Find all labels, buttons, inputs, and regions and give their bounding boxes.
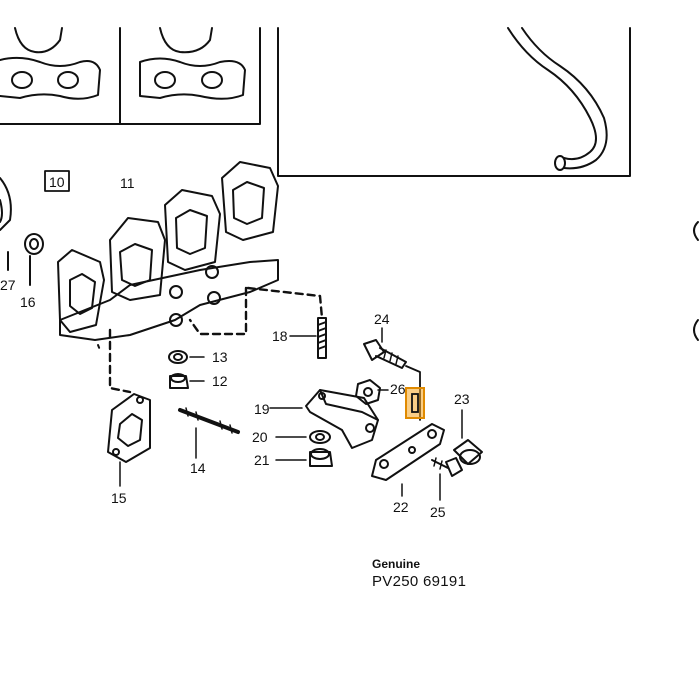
label-24: 24 xyxy=(374,311,390,327)
label-16: 16 xyxy=(20,294,36,310)
label-20: 20 xyxy=(252,429,268,445)
part-labels: 10 11 27 16 18 13 12 19 20 21 14 15 24 2… xyxy=(0,174,470,520)
part-26-nut xyxy=(355,379,389,405)
inset-panel-left xyxy=(0,27,261,125)
part-22-plate xyxy=(371,423,445,497)
caption-part-code: PV250 69191 xyxy=(372,573,467,590)
highlighted-spacer xyxy=(405,387,425,419)
label-23: 23 xyxy=(454,391,470,407)
part-23-sleeve xyxy=(453,409,483,465)
label-18: 18 xyxy=(272,328,288,344)
box-label-frame xyxy=(44,170,70,192)
part-25-bolt xyxy=(431,457,463,501)
label-12: 12 xyxy=(212,373,228,389)
label-26: 26 xyxy=(390,381,406,397)
part-24-bolt xyxy=(363,327,407,369)
small-dashed-line xyxy=(97,344,101,351)
label-14: 14 xyxy=(190,460,206,476)
assembly-dashed-lines xyxy=(108,286,324,394)
part-14-stud xyxy=(178,407,240,459)
label-19: 19 xyxy=(254,401,270,417)
label-22: 22 xyxy=(393,499,409,515)
label-11: 11 xyxy=(120,175,135,191)
exhaust-manifold xyxy=(0,161,279,341)
part-15-gasket xyxy=(107,393,151,487)
label-13: 13 xyxy=(212,349,228,365)
part-19-bracket xyxy=(269,389,379,449)
caption-genuine: Genuine xyxy=(372,557,421,571)
part-20-washer xyxy=(275,430,331,444)
part-21-nut xyxy=(275,448,333,467)
label-21: 21 xyxy=(254,452,270,468)
label-25: 25 xyxy=(430,504,446,520)
part-16-washer xyxy=(24,233,44,255)
box-label-10: 10 xyxy=(49,174,65,190)
edge-mark-2 xyxy=(693,319,699,341)
inset-panel-right xyxy=(277,27,631,177)
label-27: 27 xyxy=(0,277,16,293)
label-15: 15 xyxy=(111,490,127,506)
edge-mark-1 xyxy=(693,221,699,241)
part-13-washer xyxy=(168,350,205,364)
part-18-stud xyxy=(289,317,327,359)
part-12-nut xyxy=(169,373,205,389)
